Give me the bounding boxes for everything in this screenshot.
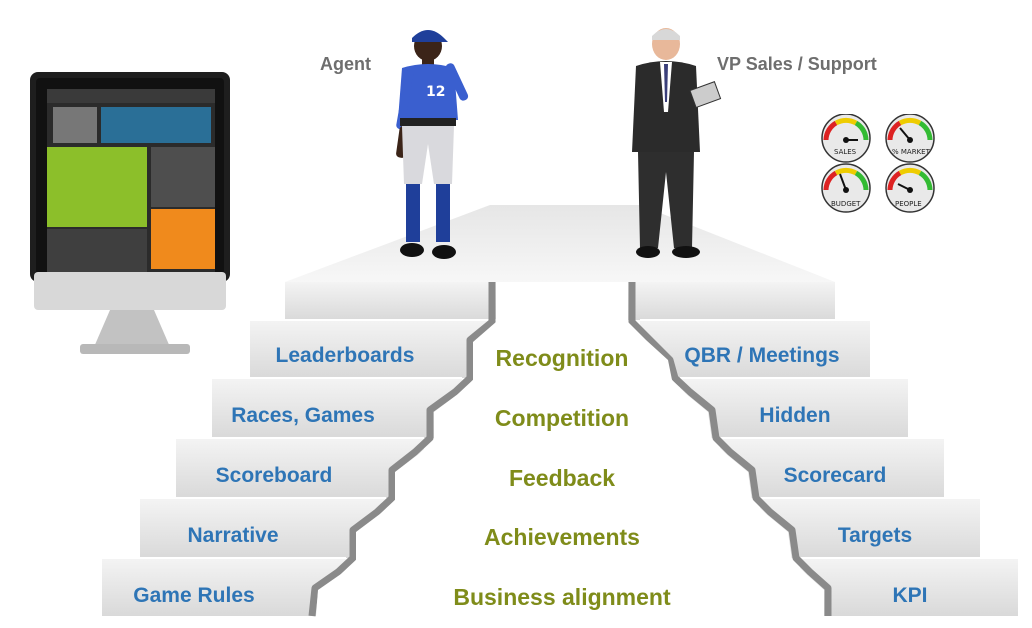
left-step-label-1: Leaderboards — [275, 344, 415, 367]
left-step-5 — [102, 558, 346, 616]
left-step-2 — [212, 378, 462, 438]
gauge-label-market: % MARKET — [892, 148, 931, 156]
monitor-graphic — [30, 72, 230, 357]
agent-label: Agent — [320, 54, 371, 74]
gauge-budget-icon — [821, 163, 871, 213]
gauge-market-icon — [885, 114, 935, 163]
left-step-3 — [176, 438, 424, 498]
center-label-feedback: Feedback — [508, 465, 616, 491]
right-step-label-2: Hidden — [759, 404, 831, 427]
gauges-panel: SALES % MARKET BUDGET PEOPLE — [821, 114, 935, 213]
right-step-label-3: Scorecard — [783, 464, 887, 487]
right-step-label-1: QBR / Meetings — [684, 344, 840, 367]
gauge-label-people: PEOPLE — [895, 200, 922, 208]
right-stringer — [628, 282, 832, 616]
center-label-business-alignment: Business alignment — [453, 584, 671, 610]
center-label-achievements: Achievements — [484, 524, 640, 550]
center-label-recognition: Recognition — [495, 345, 629, 371]
right-step-5 — [800, 558, 1018, 616]
vp-label: VP Sales / Support — [717, 54, 877, 74]
left-step-label-2: Races, Games — [231, 404, 375, 427]
top-platform — [285, 205, 835, 282]
left-step-1 — [250, 320, 500, 378]
baseball-player-icon: 12 — [396, 30, 469, 259]
left-step-label-4: Narrative — [187, 524, 279, 547]
gauge-label-budget: BUDGET — [831, 200, 861, 208]
monitor-screen — [47, 89, 215, 272]
left-stringer — [308, 282, 496, 617]
right-step-label-5: KPI — [892, 584, 928, 607]
businessman-icon — [632, 28, 722, 258]
center-walkway — [316, 282, 824, 616]
center-label-competition: Competition — [494, 405, 630, 431]
jersey-number: 12 — [426, 84, 445, 100]
right-step-1 — [640, 320, 870, 378]
gauge-sales-icon — [821, 114, 871, 163]
left-step-label-5: Game Rules — [133, 584, 255, 607]
left-step-label-3: Scoreboard — [215, 464, 333, 487]
right-step-label-4: Targets — [837, 524, 913, 547]
gauge-people-icon — [885, 163, 935, 213]
left-step-4 — [140, 498, 386, 558]
gauge-label-sales: SALES — [834, 148, 857, 156]
